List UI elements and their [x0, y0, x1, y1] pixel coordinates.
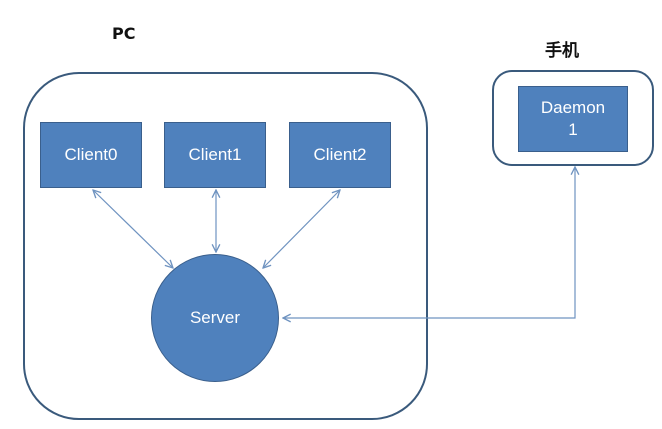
edge-client0-server [93, 190, 173, 268]
server-node: Server [151, 254, 279, 382]
edge-server-daemon [283, 167, 575, 318]
daemon-label-line2: 1 [568, 120, 578, 139]
client1-node: Client1 [164, 122, 266, 188]
phone-group-label: 手机 [545, 41, 579, 61]
pc-group-label: PC [112, 24, 136, 43]
daemon-label-line1: Daemon [540, 98, 606, 117]
client0-node: Client0 [40, 122, 142, 188]
edge-client2-server [263, 190, 340, 268]
client2-node: Client2 [289, 122, 391, 188]
daemon-node: Daemon 1 [518, 86, 628, 152]
